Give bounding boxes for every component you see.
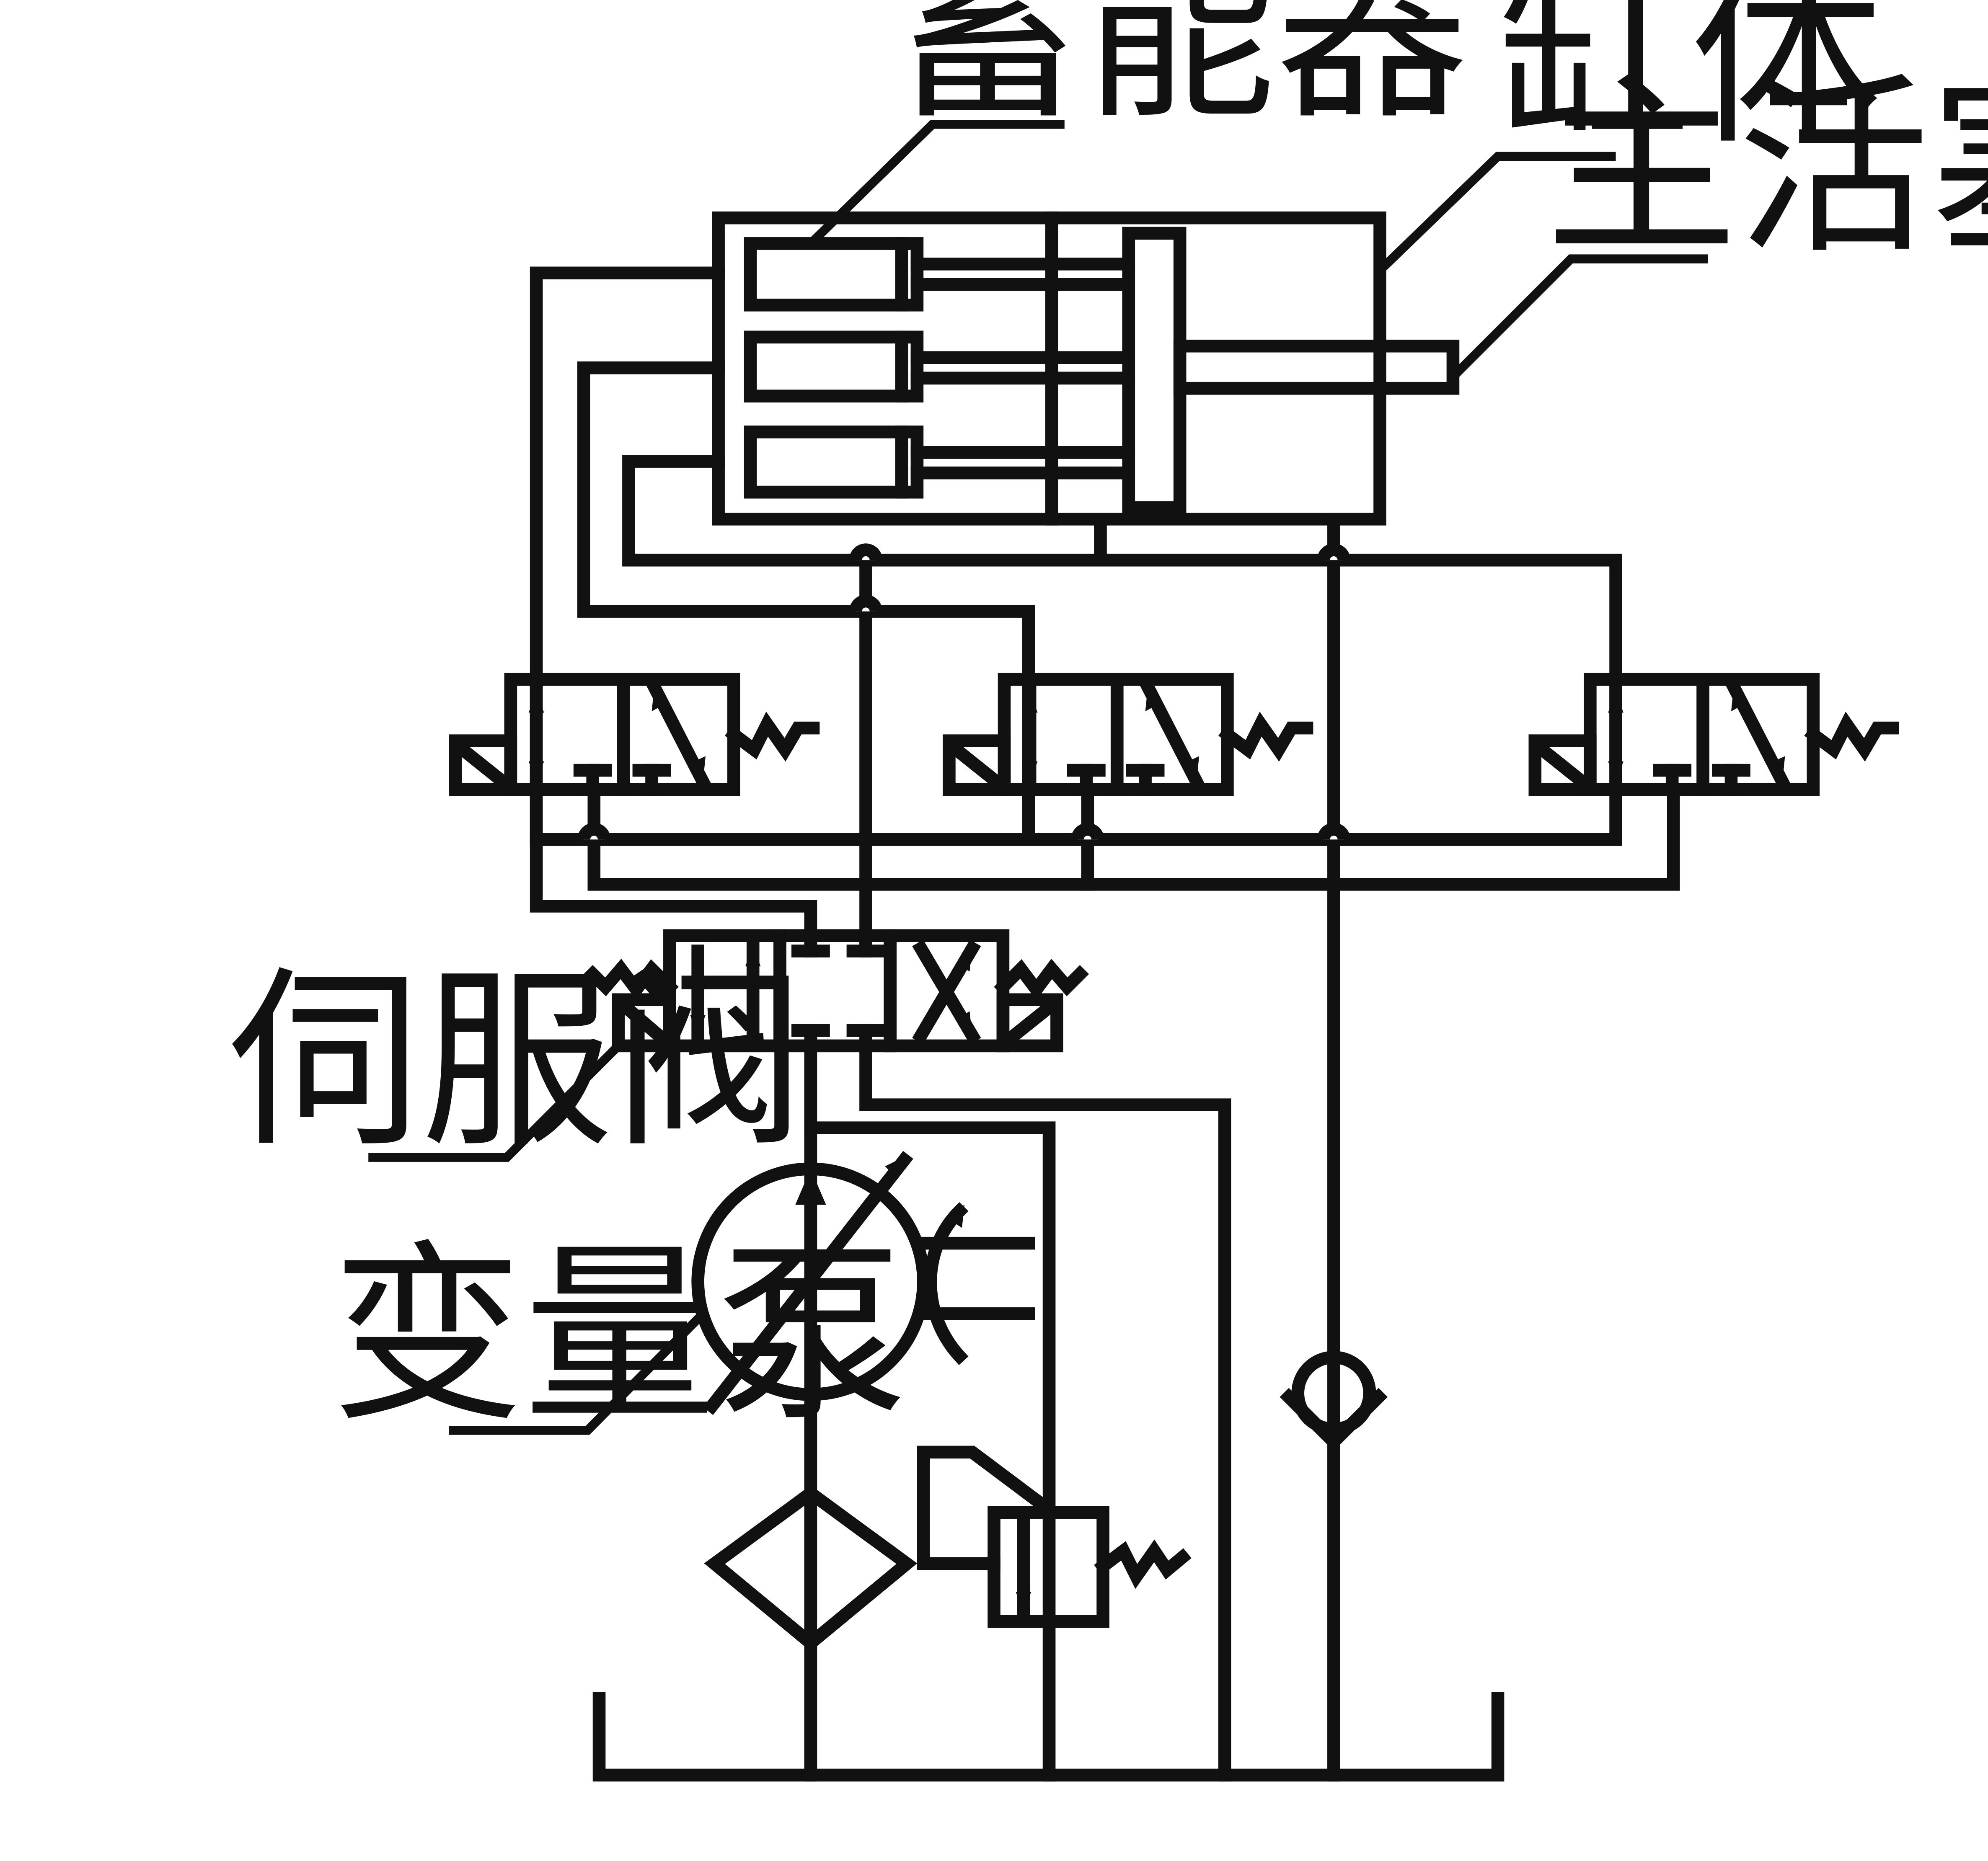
spring-2 <box>1218 712 1313 762</box>
accumulator-group <box>744 237 1135 499</box>
variable-pump <box>691 1151 1035 1415</box>
piston-rod-leader <box>1450 254 1708 380</box>
directional-valve-3 <box>1528 673 1899 796</box>
servo-valve <box>584 929 1089 1053</box>
check-valve <box>1280 1351 1388 1451</box>
piston-rod-label: 主活塞杆 <box>1545 57 1988 280</box>
pipe-servo-tank <box>859 1038 1231 1782</box>
accumulator-leader <box>807 120 1065 247</box>
servo-solenoid-right <box>996 993 1063 1053</box>
accumulator-2 <box>744 330 1135 403</box>
relief-spring <box>1094 1539 1192 1589</box>
solenoid-2 <box>943 734 1011 796</box>
pipe-acc3-loop <box>622 455 1107 567</box>
relief-pilot-line <box>917 1445 1058 1570</box>
pipe-acc1-to-servo <box>530 266 817 949</box>
servo-valve-label: 伺服阀 <box>229 950 806 1174</box>
accumulator-1 <box>744 237 1135 312</box>
servo-solenoid-left <box>612 993 676 1053</box>
relief-valve <box>917 1445 1192 1628</box>
accumulator-3 <box>744 425 1135 499</box>
servo-spring-right <box>994 958 1089 1000</box>
servo-valve-leader <box>368 1043 622 1162</box>
pump-rotation-arrow <box>924 1202 969 1365</box>
pump-leader <box>449 1314 703 1435</box>
pipe-relief <box>804 1121 1056 1782</box>
spring-3 <box>1804 712 1899 762</box>
directional-valve-2 <box>943 673 1313 796</box>
spring-1 <box>724 712 820 762</box>
solenoid-1 <box>449 734 517 796</box>
directional-valve-1 <box>449 673 820 796</box>
cylinder-leader <box>1375 152 1616 275</box>
cylinder-label: 缸体 <box>1498 0 1882 171</box>
pump-variable-arrow <box>703 1151 913 1415</box>
tank <box>592 1692 1505 1782</box>
solenoid-3 <box>1528 734 1597 796</box>
filter <box>704 1485 918 1652</box>
leader-lines <box>368 120 1708 1435</box>
line-crossovers <box>577 543 1351 840</box>
main-piston-rod <box>1173 339 1460 395</box>
servo-spring-left <box>584 958 679 1000</box>
